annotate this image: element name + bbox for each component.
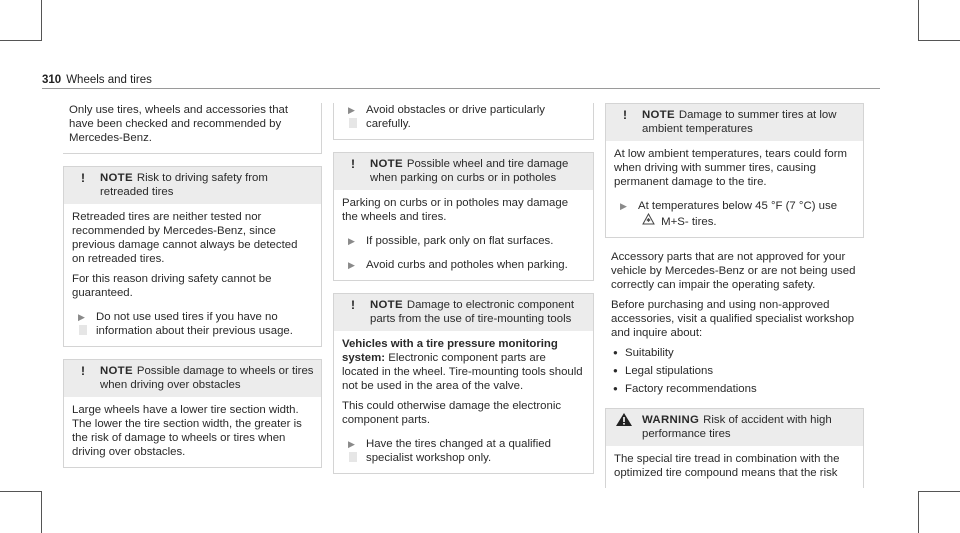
warning-triangle-icon	[615, 412, 633, 431]
page-header: 310 Wheels and tires	[42, 73, 152, 87]
note-title: Damage to summer tires at low ambient te…	[642, 109, 837, 135]
crop-mark	[41, 0, 42, 41]
page-number: 310	[42, 74, 62, 86]
step-text: M+S- tires.	[661, 216, 717, 228]
bullet-list: Suitability Legal stipulations Factory r…	[605, 346, 864, 396]
note-title: Possible wheel and tire damage when park…	[370, 158, 569, 184]
note-text: Vehicles with a tire pressure monitoring…	[342, 337, 585, 393]
warning-title: Risk of accident with high performance t…	[642, 414, 832, 440]
warning-label: WARNING	[642, 414, 700, 426]
crop-mark	[0, 491, 42, 492]
note-label: NOTE	[100, 365, 133, 377]
step-bar	[349, 452, 357, 462]
note-title: Possible damage to wheels or tires when …	[100, 365, 314, 391]
note-title: Risk to driving safety from retreaded ti…	[100, 172, 268, 198]
note-subhead: Vehicles with a tire pressure monitoring…	[342, 338, 558, 364]
arrow-right-icon: ▶	[620, 201, 627, 211]
paragraph: Accessory parts that are not approved fo…	[611, 251, 856, 291]
crop-mark	[0, 40, 42, 41]
arrow-right-icon: ▶	[348, 236, 355, 246]
crop-mark	[918, 491, 960, 492]
action-step: ▶ Do not use used tires if you have no i…	[72, 310, 313, 338]
step-bar	[79, 325, 87, 335]
note-body: Vehicles with a tire pressure monitoring…	[334, 331, 593, 473]
note-text: This could otherwise damage the electron…	[342, 400, 562, 426]
note-text: Large wheels have a lower tire section w…	[72, 404, 302, 458]
list-item: Suitability	[611, 346, 858, 360]
arrow-right-icon: ▶	[78, 312, 85, 322]
step-text: Have the tires changed at a qualified sp…	[366, 438, 551, 464]
mountain-snowflake-icon	[642, 212, 658, 229]
note-body: Retreaded tires are neither tested nor r…	[64, 204, 321, 346]
page-section-title: Wheels and tires	[66, 74, 152, 86]
crop-mark	[918, 0, 919, 41]
warning-body: The special tire tread in combination wi…	[606, 446, 863, 488]
action-step: ▶ Avoid obstacles or drive particularly …	[342, 103, 585, 131]
crop-mark	[41, 491, 42, 533]
note-label: NOTE	[642, 109, 675, 121]
list-item: Legal stipulations	[611, 364, 858, 378]
action-step: ▶ Avoid curbs and potholes when parking.	[342, 258, 585, 272]
step-bar	[349, 118, 357, 128]
exclamation-icon: !	[623, 108, 627, 122]
note-text: For this reason driving safety cannot be…	[72, 273, 272, 299]
exclamation-icon: !	[351, 298, 355, 312]
step-text: If possible, park only on flat surfaces.	[366, 235, 554, 247]
note-continued: ▶ Avoid obstacles or drive particularly …	[333, 103, 594, 140]
crop-mark	[918, 491, 919, 533]
warning-text: The special tire tread in combination wi…	[614, 453, 840, 479]
note-label: NOTE	[100, 172, 133, 184]
list-item: Factory recommendations	[611, 382, 858, 396]
arrow-right-icon: ▶	[348, 260, 355, 270]
note-body: Large wheels have a lower tire section w…	[64, 397, 321, 467]
note-text: Parking on curbs or in potholes may dama…	[342, 197, 569, 223]
note-body: ▶ Avoid obstacles or drive particularly …	[334, 103, 593, 139]
header-rule	[42, 88, 880, 89]
arrow-right-icon: ▶	[348, 105, 355, 115]
step-text: Avoid curbs and potholes when parking.	[366, 259, 568, 271]
note-body: At low ambient temperatures, tears could…	[606, 141, 863, 237]
note-text: At low ambient temperatures, tears could…	[614, 148, 847, 188]
step-text: Avoid obstacles or drive particularly ca…	[366, 104, 545, 130]
action-step: ▶ Have the tires changed at a qualified …	[342, 437, 585, 465]
arrow-right-icon: ▶	[348, 439, 355, 449]
note-text-inline: Electronic component parts are located i…	[342, 352, 583, 392]
note-title: Damage to electronic component parts fro…	[370, 299, 574, 325]
paragraph: Before purchasing and using non-approved…	[611, 299, 855, 339]
action-step: ▶ If possible, park only on flat surface…	[342, 234, 585, 248]
step-text: At temperatures below 45 °F (7 °C) use	[638, 200, 838, 212]
column-1: Only use tires, wheels and accessories t…	[63, 103, 322, 468]
column-2: ▶ Avoid obstacles or drive particularly …	[333, 103, 594, 474]
action-step: ▶ At temperatures below 45 °F (7 °C) use…	[614, 199, 855, 229]
note-text: Retreaded tires are neither tested nor r…	[72, 211, 298, 265]
intro-paragraph: Only use tires, wheels and accessories t…	[63, 103, 322, 154]
exclamation-icon: !	[81, 364, 85, 378]
exclamation-icon: !	[351, 157, 355, 171]
crop-mark	[918, 40, 960, 41]
step-text: Do not use used tires if you have no inf…	[96, 311, 293, 337]
note-body: Parking on curbs or in potholes may dama…	[334, 190, 593, 280]
note-label: NOTE	[370, 299, 403, 311]
note-label: NOTE	[370, 158, 403, 170]
exclamation-icon: !	[81, 171, 85, 185]
